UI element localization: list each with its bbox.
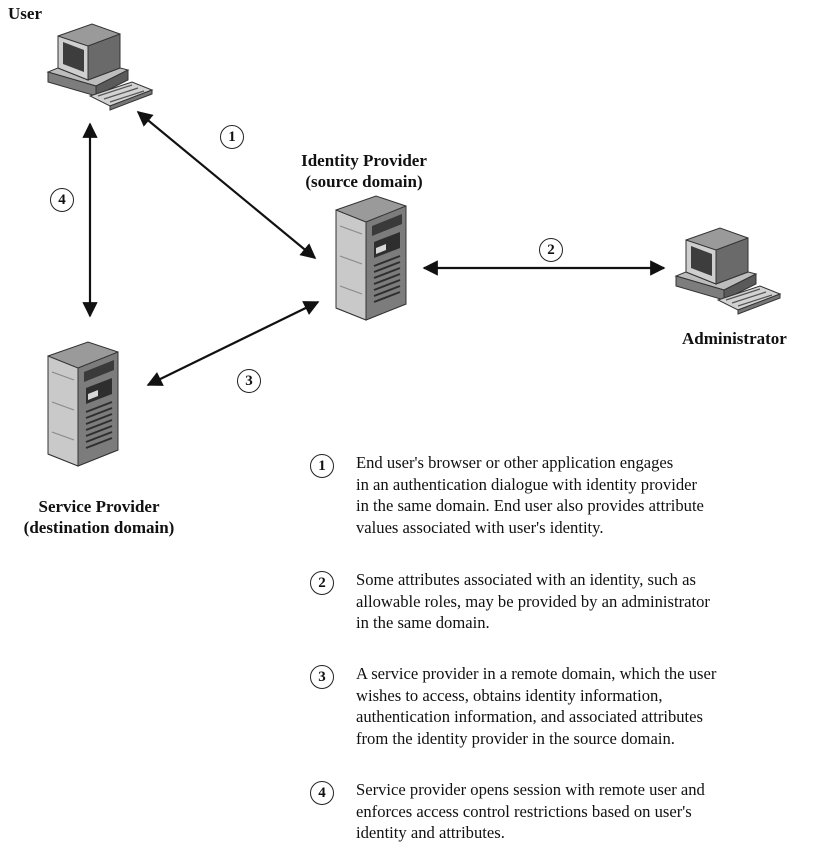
legend-text: Some attributes associated with an ident… bbox=[356, 570, 710, 632]
step-legend: 1 End user's browser or other applicatio… bbox=[310, 452, 825, 862]
administrator-computer-icon bbox=[675, 227, 781, 315]
legend-step-badge: 4 bbox=[310, 781, 334, 805]
identity-provider-label-line1: Identity Provider bbox=[301, 151, 427, 170]
legend-step-badge: 2 bbox=[310, 571, 334, 595]
identity-provider-label-line2: (source domain) bbox=[305, 172, 423, 191]
legend-step-badge: 3 bbox=[310, 665, 334, 689]
arrow-step-badge-2: 2 bbox=[539, 238, 563, 262]
service-provider-label-line2: (destination domain) bbox=[23, 518, 175, 537]
legend-text: A service provider in a remote domain, w… bbox=[356, 664, 717, 748]
administrator-label: Administrator bbox=[682, 329, 787, 348]
identity-provider-label: Identity Provider (source domain) bbox=[280, 150, 448, 192]
identity-provider-server-icon bbox=[335, 195, 407, 321]
legend-text: Service provider opens session with remo… bbox=[356, 780, 705, 842]
legend-step-badge: 1 bbox=[310, 454, 334, 478]
arrow-step-badge-1: 1 bbox=[220, 125, 244, 149]
user-label: User bbox=[8, 4, 42, 23]
legend-text: End user's browser or other application … bbox=[356, 453, 704, 537]
user-computer-icon bbox=[47, 23, 153, 111]
arrow-service-provider-identity-provider bbox=[146, 301, 320, 386]
arrow-step-badge-4: 4 bbox=[50, 188, 74, 212]
service-provider-server-icon bbox=[47, 341, 119, 467]
arrow-user-identity-provider bbox=[136, 111, 317, 259]
arrow-step-badge-3: 3 bbox=[237, 369, 261, 393]
service-provider-label-line1: Service Provider bbox=[38, 497, 160, 516]
service-provider-label: Service Provider (destination domain) bbox=[6, 496, 192, 538]
